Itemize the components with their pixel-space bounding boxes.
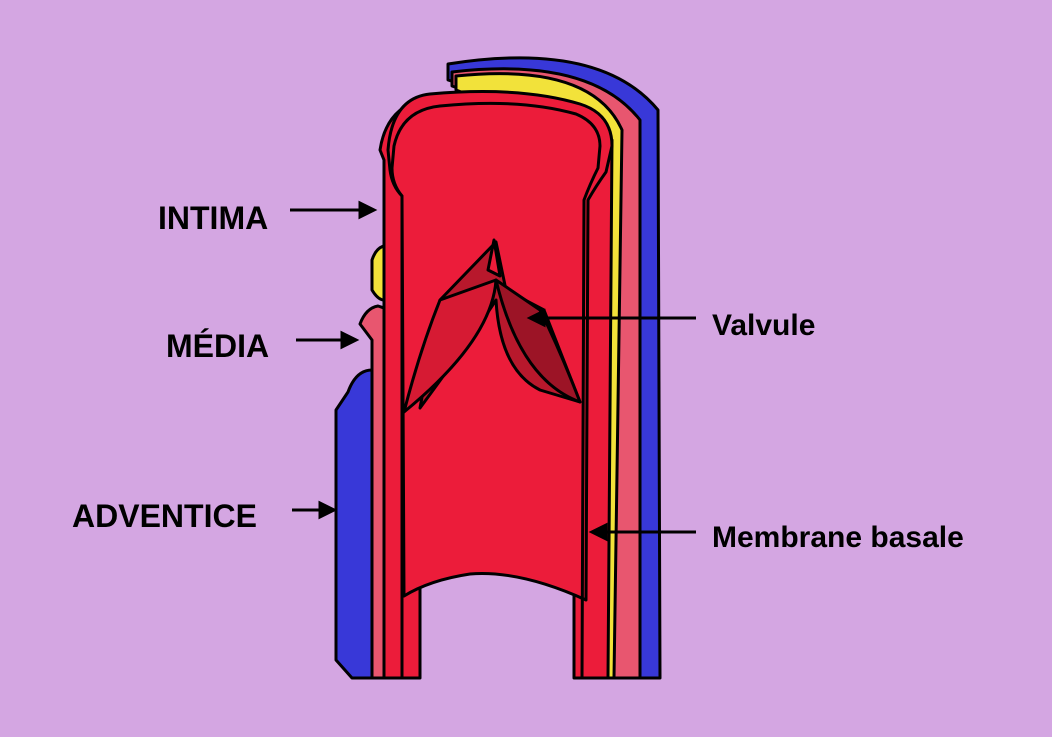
valve-flap-front-right bbox=[494, 278, 582, 404]
intima-label: INTIMA bbox=[158, 200, 269, 236]
media-arrow-head bbox=[340, 330, 360, 350]
membrane-basale-label: Membrane basale bbox=[712, 521, 964, 554]
adventice-label: ADVENTICE bbox=[72, 498, 257, 534]
intima-inner-contour bbox=[390, 101, 602, 679]
valvule-arrow-head bbox=[526, 308, 546, 328]
valvule-label: Valvule bbox=[712, 309, 816, 342]
adventice-arrow-head bbox=[318, 500, 338, 520]
valve-tip bbox=[486, 238, 502, 278]
media-label: MÉDIA bbox=[166, 328, 270, 364]
adventice-layer-left bbox=[334, 368, 382, 680]
membrane-basale-arrow-head bbox=[588, 522, 608, 542]
intima-lumen bbox=[386, 90, 614, 602]
intima-arrow-head bbox=[358, 200, 378, 220]
valve-flap-front-left bbox=[402, 278, 498, 414]
